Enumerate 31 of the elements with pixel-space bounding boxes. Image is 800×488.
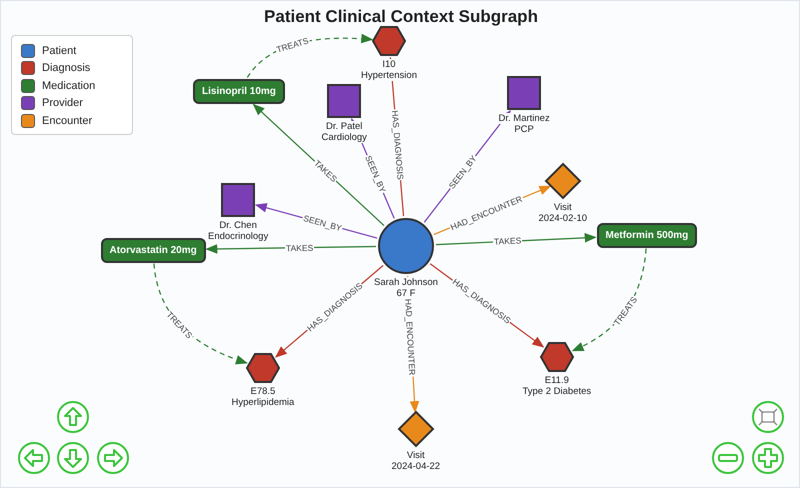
node-label: 67 F [395,288,416,299]
node-label: 2024-04-22 [390,461,442,472]
medication-box: Metformin 500mg [596,222,698,248]
edge-label: TAKES [493,236,523,247]
node-label: Visit [552,202,573,213]
node-label: Cardiology [320,132,368,143]
medication-box: Lisinopril 10mg [193,78,285,104]
node-label: Type 2 Diabetes [522,386,592,397]
node-label: Dr. Chen [218,220,258,231]
edge-label: HAS_DIAGNOSIS [390,108,406,181]
edge-label: HAD_ENCOUNTER [404,298,418,377]
node-label: Hyperlipidemia [230,397,296,408]
node-label: I10 [381,59,397,70]
legend-label: Encounter [42,114,92,127]
medication-box: Atorvastatin 20mg [100,238,206,262]
legend-label: Medication [42,80,96,92]
legend-label: Patient [42,44,76,57]
node-label: Visit [406,450,426,461]
node-label: 2024-02-10 [538,213,588,224]
node-label: PCP [513,124,535,135]
legend-label: Diagnosis [42,62,90,74]
node-label: Hypertension [360,70,418,81]
node-label: E11.9 [544,375,570,386]
legend-label: Provider [42,97,83,110]
node-label: Endocrinology [207,231,270,242]
node-label: E78.5 [250,386,276,397]
node-label: Dr. Martinez [498,113,551,124]
edge-label: TAKES [285,242,315,253]
diagram-title: Patient Clinical Context Subgraph [263,7,539,27]
node-label: Sarah Johnson [373,277,439,288]
node-label: Dr. Patel [324,121,364,132]
